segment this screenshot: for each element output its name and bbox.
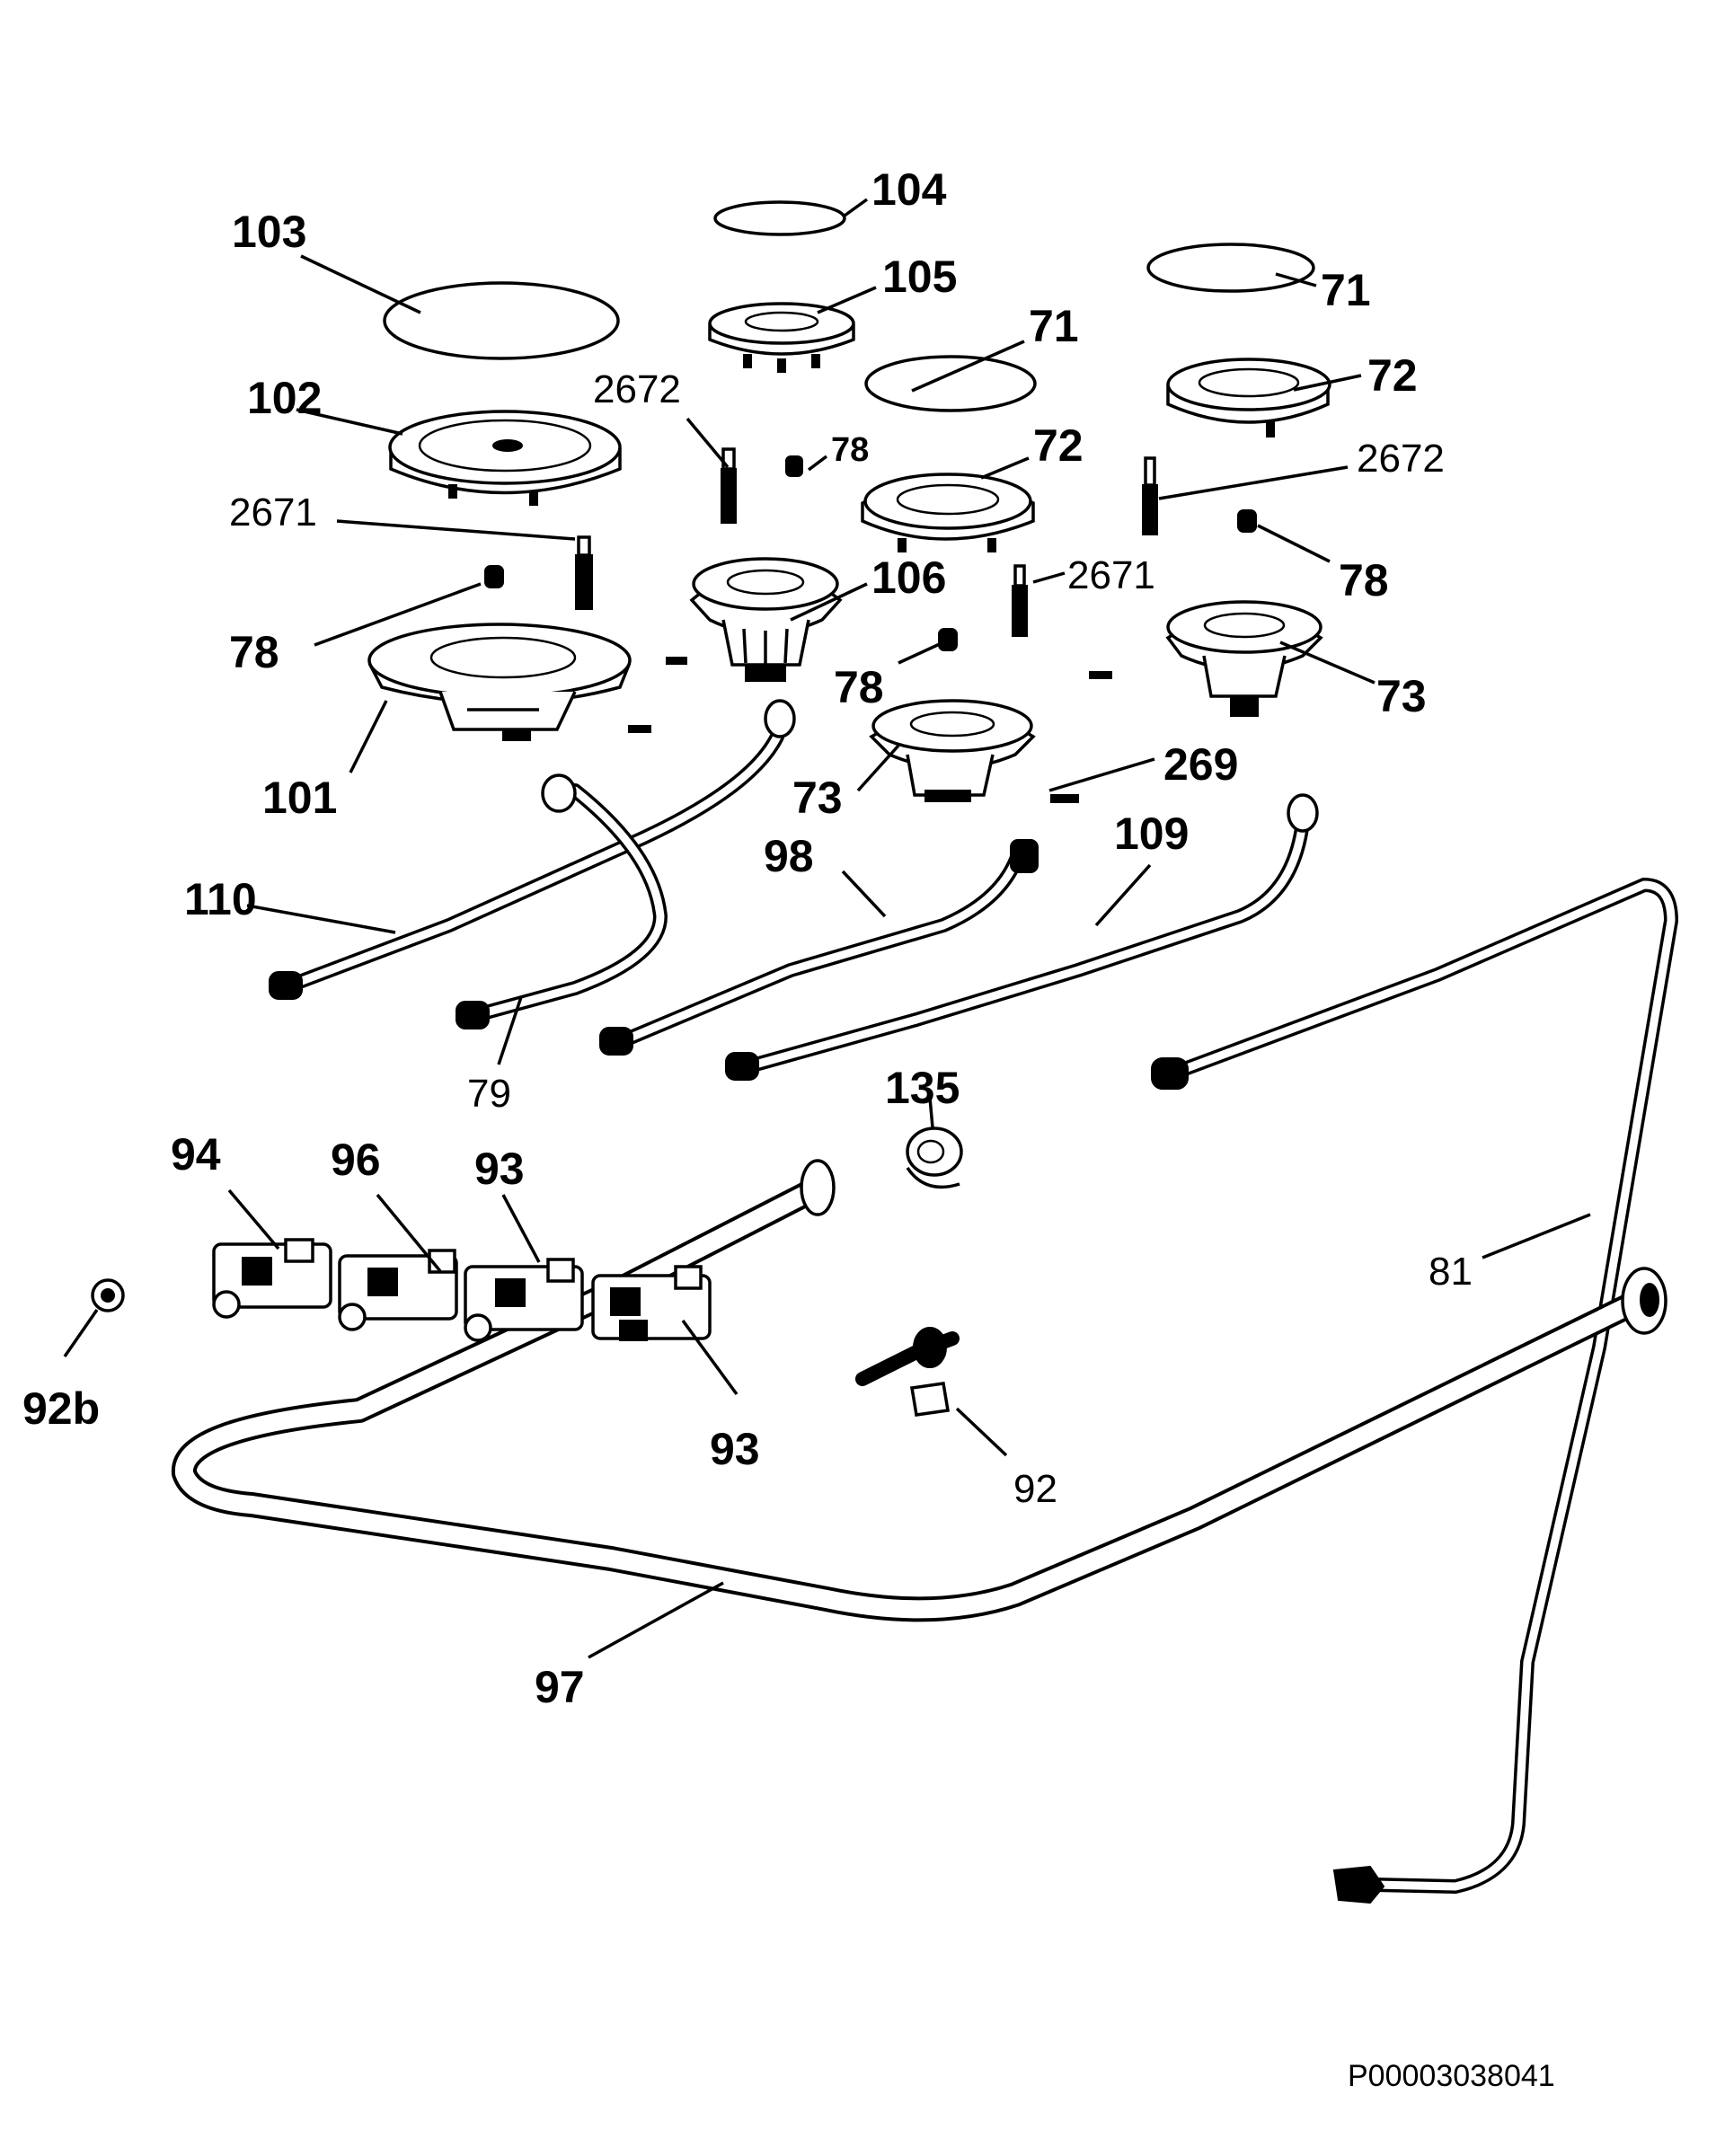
label-97: 97: [535, 1662, 585, 1712]
part-79-gas-tube: [456, 773, 668, 1029]
part-106-burner-body: [689, 557, 843, 682]
part-96-gas-tap: [338, 1249, 458, 1331]
part-104-burner-cap: [713, 200, 846, 236]
part-2672-electrode-right: [1142, 456, 1158, 535]
label-71-center: 71: [1029, 301, 1079, 351]
screw-icon: [1089, 671, 1112, 679]
part-2671-electrode-left: [575, 535, 593, 610]
drawing-code: P00003038041: [1348, 2059, 1555, 2093]
label-71-right: 71: [1321, 265, 1371, 315]
label-102: 102: [247, 373, 322, 423]
part-78-injector-c: [484, 565, 504, 588]
label-269: 269: [1163, 739, 1238, 790]
part-93-gas-tap-a: [464, 1258, 584, 1342]
part-110-gas-tube: [269, 699, 796, 1000]
label-72-right: 72: [1367, 350, 1418, 401]
label-2671-center: 2671: [1067, 553, 1155, 597]
label-109: 109: [1114, 808, 1189, 859]
label-72-center: 72: [1033, 420, 1084, 471]
label-101: 101: [262, 773, 337, 823]
label-110: 110: [184, 874, 257, 924]
label-135: 135: [885, 1063, 960, 1113]
label-106: 106: [871, 552, 946, 603]
part-78-injector-b: [1237, 509, 1257, 533]
part-71-burner-cap-right: [1146, 243, 1315, 293]
part-135-pipe-fitting: [906, 1127, 963, 1189]
label-93-b: 93: [710, 1424, 760, 1474]
part-72-burner-crown-right: [1166, 358, 1331, 437]
part-93-gas-tap-b: [591, 1265, 712, 1341]
part-2671-electrode-center: [1012, 564, 1028, 637]
part-78-injector-a: [785, 455, 803, 477]
part-101-burner-body: [367, 623, 632, 741]
label-78-d: 78: [834, 662, 884, 712]
label-92: 92: [1013, 1467, 1057, 1511]
label-92b: 92b: [22, 1383, 100, 1434]
part-72-burner-crown-center: [861, 473, 1035, 552]
label-105: 105: [882, 252, 957, 302]
parts-layer: [91, 200, 1678, 1904]
label-78-a: 78: [831, 431, 869, 469]
screw-icon: [1050, 794, 1079, 803]
label-2672-left: 2672: [593, 367, 681, 411]
part-109-gas-tube: [725, 793, 1319, 1081]
part-97-gas-manifold: [171, 1159, 1668, 1622]
part-98-gas-tube: [599, 839, 1039, 1056]
label-103: 103: [232, 207, 306, 257]
label-81: 81: [1429, 1250, 1473, 1294]
part-2672-electrode-left: [721, 447, 737, 524]
part-73-burner-body-center: [869, 699, 1036, 802]
part-102-burner-crown: [388, 410, 622, 506]
part-94-gas-tap: [212, 1238, 332, 1319]
label-78-b: 78: [1339, 555, 1389, 605]
label-104: 104: [871, 164, 947, 215]
label-96: 96: [331, 1135, 381, 1185]
part-103-burner-cap: [383, 281, 620, 360]
label-78-c: 78: [229, 627, 279, 677]
part-105-burner-crown: [708, 302, 855, 373]
label-2672-right: 2672: [1357, 437, 1445, 481]
part-81-gas-tube: [1151, 878, 1678, 1904]
screw-icon: [628, 725, 651, 733]
part-92-gas-fitting: [855, 1327, 960, 1417]
part-71-burner-cap-center: [864, 355, 1037, 412]
part-78-injector-d: [938, 628, 958, 651]
label-73-right: 73: [1376, 671, 1427, 721]
part-92b-nut: [91, 1278, 125, 1312]
leader-lines: [63, 198, 1591, 1659]
screw-icon: [666, 657, 687, 665]
callout-labels: 104 103 105 71 71 72 102 2672 72 78 2672…: [22, 164, 1473, 1712]
label-98: 98: [764, 831, 814, 881]
label-94: 94: [171, 1129, 221, 1180]
label-93-a: 93: [474, 1144, 525, 1194]
label-2671-left: 2671: [229, 490, 317, 535]
label-79: 79: [467, 1072, 511, 1116]
part-73-burner-body-right: [1165, 600, 1323, 717]
label-73-center: 73: [792, 773, 843, 823]
